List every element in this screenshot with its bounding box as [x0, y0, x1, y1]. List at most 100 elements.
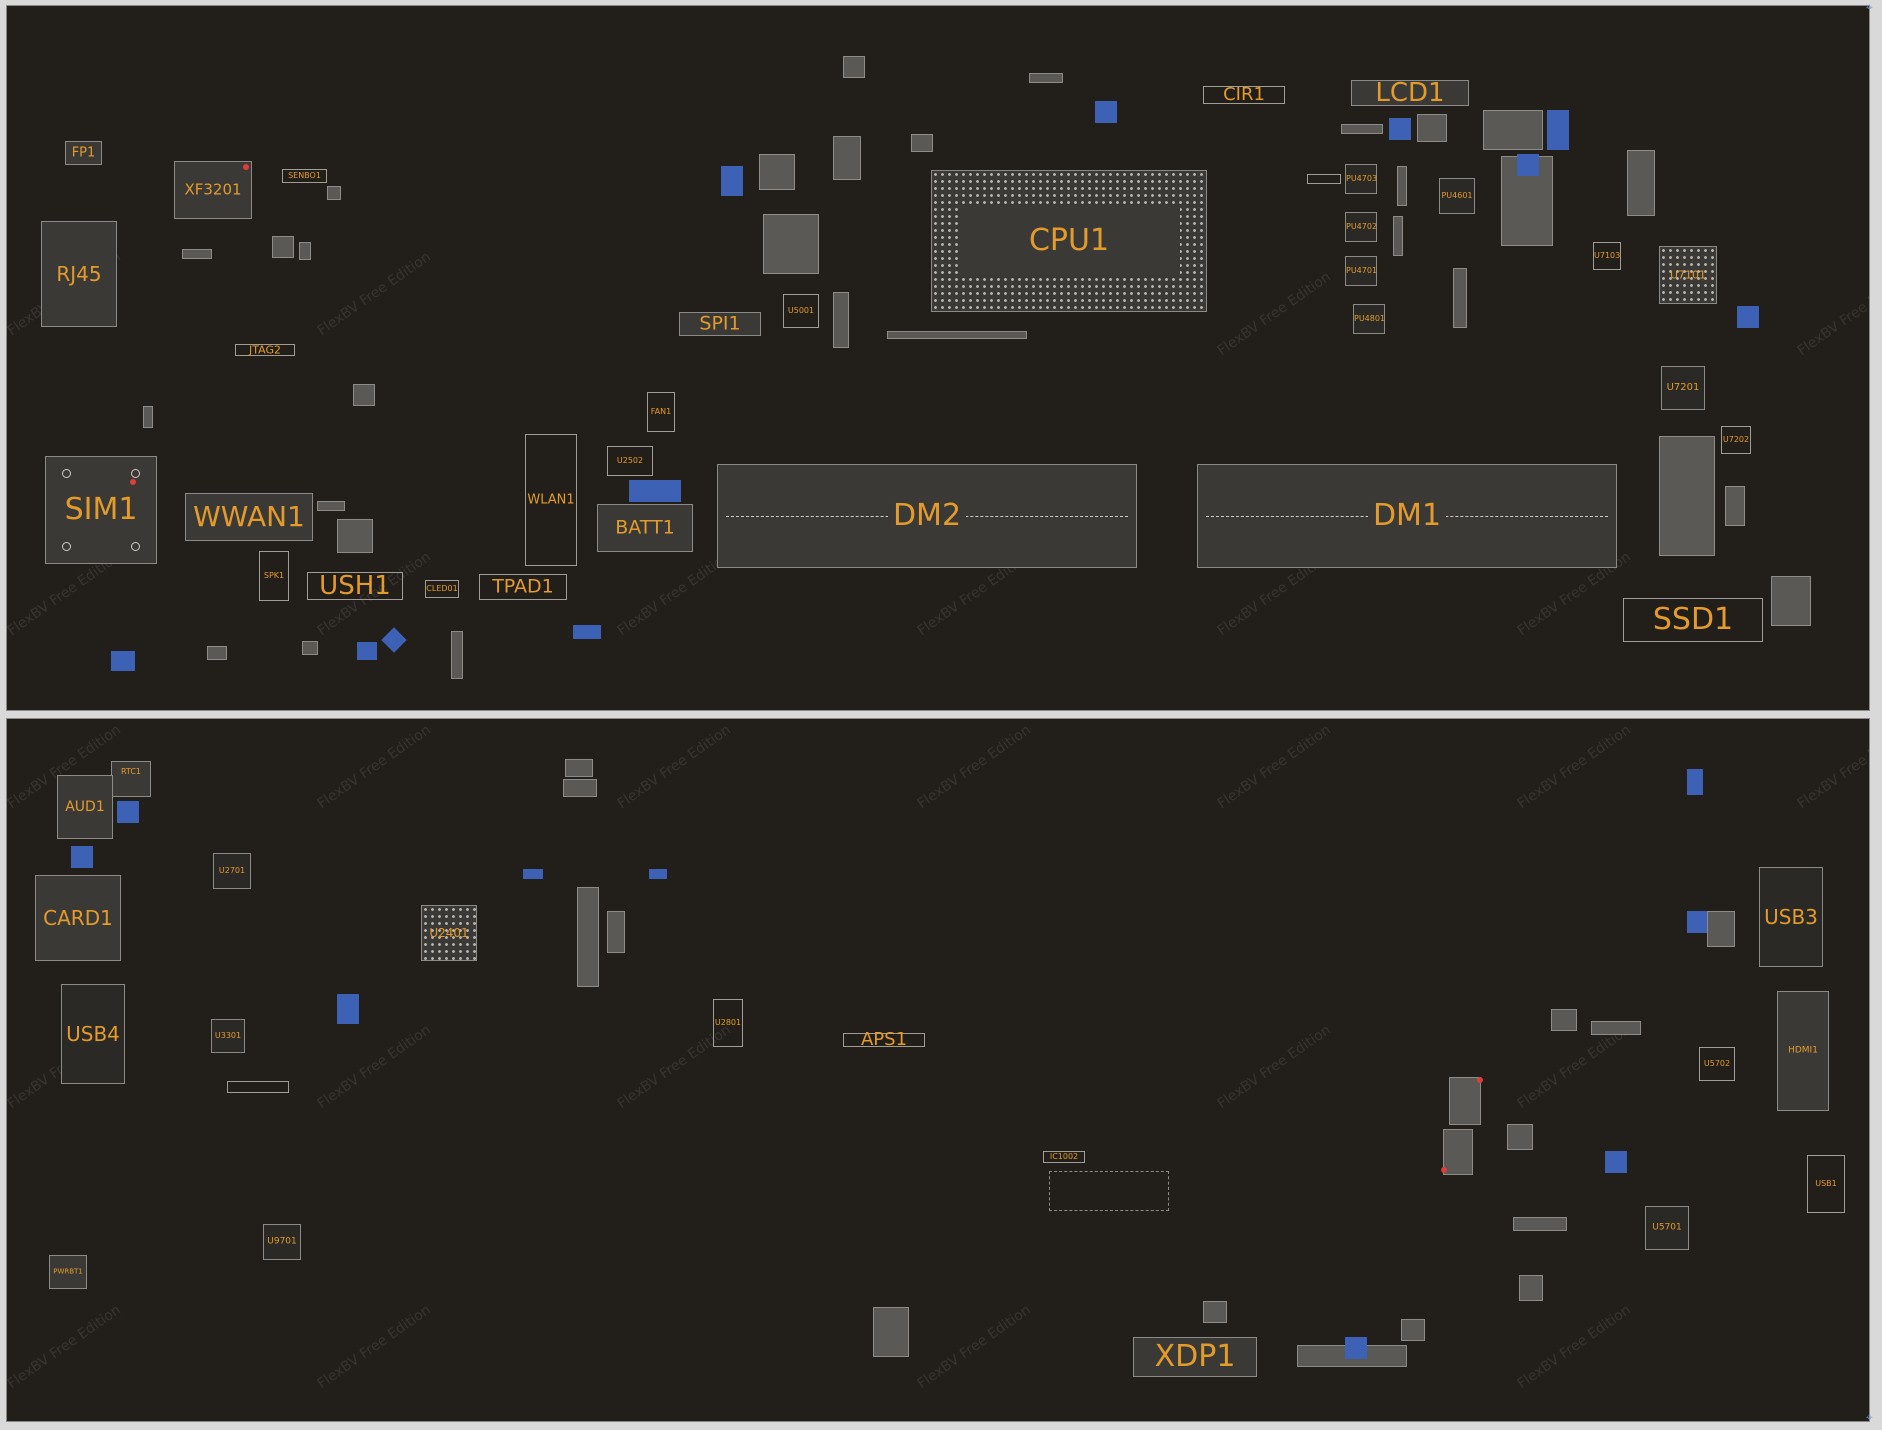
- component-senbo1[interactable]: SENBO1: [282, 169, 327, 183]
- watermark: FlexBV Free Edition: [314, 248, 434, 340]
- component-u3301[interactable]: U3301: [211, 1019, 245, 1053]
- pad: [353, 384, 375, 406]
- component-label: [1307, 174, 1341, 184]
- pad: [1029, 73, 1063, 83]
- component-lcd1[interactable]: LCD1: [1351, 80, 1469, 106]
- watermark: FlexBV Free Edition: [914, 721, 1034, 813]
- watermark: FlexBV Free Edition: [1214, 1021, 1334, 1113]
- blue-pad: [1389, 118, 1411, 140]
- board-top-view[interactable]: FlexBV Free Edition FlexBV Free Edition …: [6, 5, 1870, 711]
- component-u2401[interactable]: U2401: [421, 905, 477, 961]
- pad-group: [1519, 1275, 1543, 1301]
- component-spi1[interactable]: SPI1: [679, 312, 761, 336]
- component-u5001[interactable]: U5001: [783, 294, 819, 328]
- watermark: FlexBV Free Edition: [1214, 268, 1334, 360]
- component-cpu1[interactable]: CPU1: [931, 170, 1207, 312]
- watermark: FlexBV Free Edition: [1514, 1021, 1634, 1113]
- pad: [182, 249, 212, 259]
- component-dm2[interactable]: DM2: [717, 464, 1137, 568]
- pad-group: [337, 519, 373, 553]
- component-aud1[interactable]: AUD1: [57, 775, 113, 839]
- pad-group: [1449, 1077, 1481, 1125]
- pad: [1401, 1319, 1425, 1341]
- component-pu4703[interactable]: PU4703: [1345, 164, 1377, 194]
- component-batt1[interactable]: BATT1: [597, 504, 693, 552]
- inductor: [1453, 268, 1467, 328]
- component-wwan1[interactable]: WWAN1: [185, 493, 313, 541]
- component-sim1[interactable]: SIM1: [45, 456, 157, 564]
- blue-pad: [1687, 769, 1703, 795]
- pad-row: [887, 331, 1027, 339]
- component-ic1002[interactable]: IC1002: [1043, 1151, 1085, 1163]
- component-dm1[interactable]: DM1: [1197, 464, 1617, 568]
- component-ush1[interactable]: USH1: [307, 572, 403, 600]
- component-rj45[interactable]: RJ45: [41, 221, 117, 327]
- pad: [143, 406, 153, 428]
- blue-pad: [1547, 110, 1569, 150]
- board-bottom-view[interactable]: FlexBV Free Edition FlexBV Free Edition …: [6, 718, 1870, 1422]
- component-xdp1[interactable]: XDP1: [1133, 1337, 1257, 1377]
- blue-pad: [337, 994, 359, 1024]
- inductor: [1393, 216, 1403, 256]
- pin1-marker: [243, 164, 249, 170]
- blue-pad: [1737, 306, 1759, 328]
- blue-pad: [1605, 1151, 1627, 1173]
- watermark: FlexBV Free Edition: [6, 1301, 124, 1393]
- component-cir1[interactable]: CIR1: [1203, 86, 1285, 104]
- component-usb3[interactable]: USB3: [1759, 867, 1823, 967]
- blue-pad: [117, 801, 139, 823]
- blue-pad: [573, 625, 601, 639]
- component-pu4702[interactable]: PU4702: [1345, 212, 1377, 242]
- component-u2801[interactable]: U2801: [713, 999, 743, 1047]
- component-cled01[interactable]: CLED01: [425, 580, 459, 598]
- pad-group: [1203, 1301, 1227, 1323]
- pad-group: [1725, 486, 1745, 526]
- watermark: FlexBV Free Edition: [314, 1021, 434, 1113]
- component-u7201[interactable]: U7201: [1661, 366, 1705, 410]
- pad-group: [1513, 1217, 1567, 1231]
- component-pu4701[interactable]: PU4701: [1345, 256, 1377, 286]
- component-jtag1[interactable]: [227, 1081, 289, 1093]
- component-u2502[interactable]: U2502: [607, 446, 653, 476]
- component-u7103[interactable]: U7103: [1593, 242, 1621, 270]
- component-u7202[interactable]: U7202: [1721, 426, 1751, 454]
- pad: [1341, 124, 1383, 134]
- component-tpad1[interactable]: TPAD1: [479, 574, 567, 600]
- pad-group: [1417, 114, 1447, 142]
- watermark: FlexBV Free Edition: [1794, 268, 1870, 360]
- component-rtc1[interactable]: RTC1: [111, 761, 151, 797]
- component-usb4[interactable]: USB4: [61, 984, 125, 1084]
- component-u9701[interactable]: U9701: [263, 1224, 301, 1260]
- pad: [272, 236, 294, 258]
- component-u2701[interactable]: U2701: [213, 853, 251, 889]
- component-spk1[interactable]: SPK1: [259, 551, 289, 601]
- pad-group: [1443, 1129, 1473, 1175]
- component-aps1[interactable]: APS1: [843, 1031, 925, 1049]
- component-u5701[interactable]: U5701: [1645, 1206, 1689, 1250]
- component-usb1[interactable]: USB1: [1807, 1155, 1845, 1213]
- watermark: FlexBV Free Edition: [614, 721, 734, 813]
- component-hdmi1[interactable]: HDMI1: [1777, 991, 1829, 1111]
- component-wlan1[interactable]: WLAN1: [525, 434, 577, 566]
- inductor: [1397, 166, 1407, 206]
- component-u7101[interactable]: U7101: [1659, 246, 1717, 304]
- component-fp1[interactable]: FP1: [65, 141, 102, 165]
- component-jtag2[interactable]: JTAG2: [235, 344, 295, 356]
- blue-pad: [111, 651, 135, 671]
- pad-group: [1707, 911, 1735, 947]
- blue-pad: [71, 846, 93, 868]
- component-card1[interactable]: CARD1: [35, 875, 121, 961]
- component-pu4801[interactable]: PU4801: [1353, 304, 1385, 334]
- component-pu4601[interactable]: PU4601: [1439, 178, 1475, 214]
- component-pwrbt1[interactable]: PWRBT1: [49, 1255, 87, 1289]
- component-xf3201[interactable]: XF3201: [174, 161, 252, 219]
- component-fan1[interactable]: FAN1: [647, 392, 675, 432]
- pad-group: [833, 136, 861, 180]
- component-ssd1[interactable]: SSD1: [1623, 598, 1763, 642]
- pad: [299, 242, 311, 260]
- connector: [577, 887, 599, 987]
- component-u5702[interactable]: U5702: [1699, 1047, 1735, 1081]
- crosshair-icon: ⌖: [1866, 1410, 1873, 1424]
- blue-pad: [523, 869, 543, 879]
- pad-group: [1659, 436, 1715, 556]
